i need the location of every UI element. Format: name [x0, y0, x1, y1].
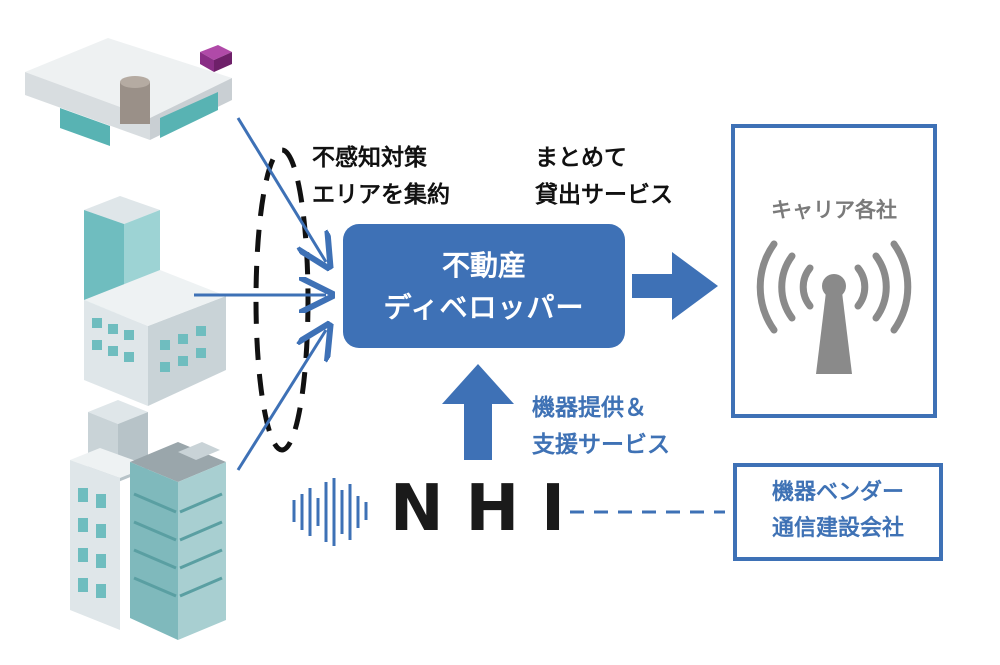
vendor-box-line2: 通信建設会社	[771, 516, 904, 541]
top-note: まとめて 貸出サービス	[535, 140, 673, 214]
arrow-up-icon	[442, 364, 514, 460]
developer-box-line2: ディベロッパー	[383, 291, 585, 324]
arrow-right-icon	[632, 252, 718, 320]
vendor-box: 機器ベンダー 通信建設会社	[733, 463, 943, 561]
grouping-ellipse	[253, 147, 311, 453]
developer-box-line1: 不動産	[441, 249, 526, 282]
left-note-line2: エリアを集約	[312, 182, 450, 208]
apartment-buildings-icon	[70, 400, 226, 640]
nhi-logo-text: NHI	[390, 472, 587, 546]
carrier-box: キャリア各社	[731, 124, 937, 418]
left-note: 不感知対策 エリアを集約	[312, 140, 450, 214]
vendor-box-line1: 機器ベンダー	[771, 480, 904, 505]
bottom-note: 機器提供＆ 支援サービス	[532, 390, 670, 464]
campus-building-icon	[25, 38, 232, 146]
bottom-note-line2: 支援サービス	[532, 432, 670, 458]
bottom-note-line1: 機器提供＆	[532, 395, 647, 421]
carrier-label: キャリア各社	[771, 198, 897, 222]
developer-box: 不動産 ディベロッパー	[343, 224, 625, 348]
office-tower-icon	[84, 196, 226, 406]
left-note-line1: 不感知対策	[312, 145, 427, 171]
nhi-wave-logo-icon	[292, 478, 368, 546]
top-note-line2: 貸出サービス	[535, 182, 673, 208]
antenna-icon	[756, 240, 912, 374]
top-note-line1: まとめて	[535, 145, 627, 171]
building-arrows	[194, 117, 326, 471]
